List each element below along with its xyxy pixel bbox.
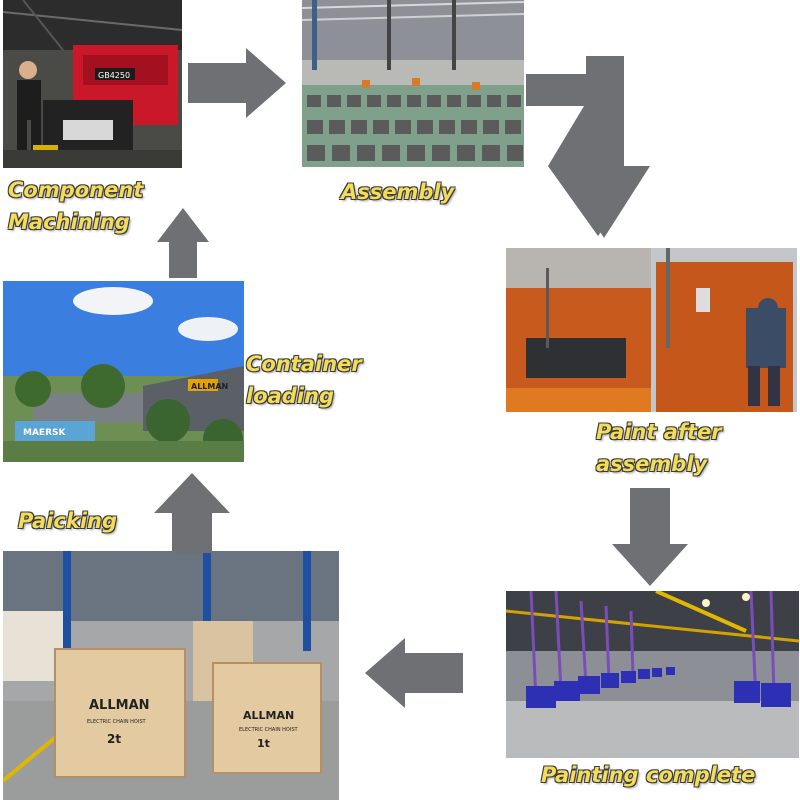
step-label-line: Paint after bbox=[596, 420, 722, 444]
step-label-packing: Paicking bbox=[18, 509, 118, 533]
component-machining-photo: GB4250 bbox=[3, 0, 182, 168]
arrow-left bbox=[365, 638, 463, 708]
assembly-photo bbox=[302, 0, 524, 167]
crate-right-sub: ELECTRIC CHAIN HOIST bbox=[239, 727, 298, 733]
arrow-right-1 bbox=[188, 48, 286, 118]
step-label-component-machining: Component Machining bbox=[8, 174, 143, 238]
container-loading-photo: ALLMAN MAERSK bbox=[3, 281, 244, 462]
step-label-line: loading bbox=[246, 384, 335, 408]
step-label-paint-after-assembly: Paint after assembly bbox=[596, 416, 722, 480]
step-label-line: Machining bbox=[8, 210, 130, 234]
step-label-line: Container bbox=[246, 352, 362, 376]
paint-booth-photo bbox=[506, 248, 797, 412]
step-label-assembly: Assembly bbox=[341, 180, 455, 204]
container-brand: MAERSK bbox=[23, 428, 66, 438]
crate-left-sub: ELECTRIC CHAIN HOIST bbox=[87, 719, 146, 725]
step-label-container-loading: Container loading bbox=[246, 348, 362, 412]
crate-left-brand: ALLMAN bbox=[89, 698, 150, 713]
machine-model-text: GB4250 bbox=[98, 71, 130, 80]
step-label-painting-complete: Painting complete bbox=[541, 763, 756, 787]
painting-complete-photo bbox=[506, 591, 799, 758]
building-sign: ALLMAN bbox=[191, 382, 228, 391]
arrow-up-1 bbox=[154, 473, 230, 553]
crate-right-tonnage: 1t bbox=[257, 737, 270, 750]
crate-right-brand: ALLMAN bbox=[243, 709, 294, 722]
arrow-up-2 bbox=[157, 208, 209, 278]
step-label-line: Component bbox=[8, 178, 144, 202]
crate-left-tonnage: 2t bbox=[107, 732, 121, 746]
arrow-right-down bbox=[526, 56, 650, 238]
packing-photo: ALLMAN ELECTRIC CHAIN HOIST 2t ALLMAN EL… bbox=[3, 551, 339, 800]
step-label-line: assembly bbox=[596, 452, 708, 476]
arrow-down bbox=[612, 488, 688, 586]
